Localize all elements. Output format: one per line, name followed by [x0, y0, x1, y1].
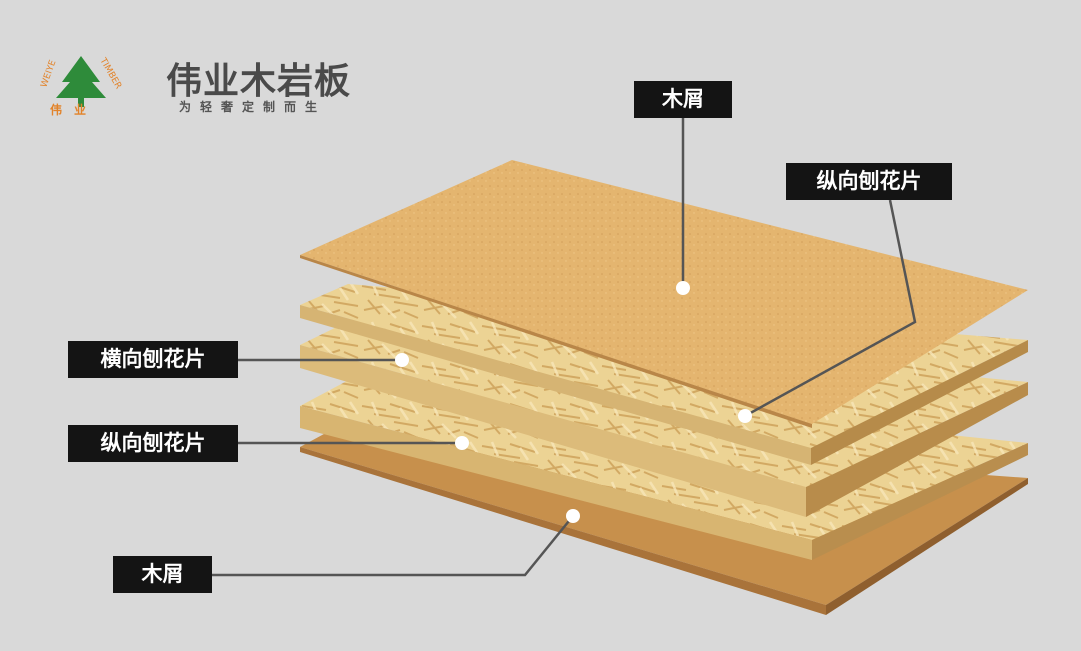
brand-logo: WEIYE TIMBER 伟 业 伟业木岩板 为轻奢定制而生	[40, 48, 350, 118]
logo-arc-text-right: TIMBER	[97, 56, 122, 91]
logo-base-text: 伟 业	[50, 102, 86, 117]
brand-name: 伟业木岩板	[166, 61, 352, 102]
marker-dot-left1	[395, 353, 409, 367]
label-longitudinal-strands-lower: 纵向刨花片	[68, 425, 238, 462]
leader-lines	[212, 118, 917, 577]
marker-dot-right	[738, 409, 752, 423]
label-transverse-strands: 横向刨花片	[68, 341, 238, 378]
label-top-wood-chip: 木屑	[634, 81, 732, 118]
leader-line-right	[744, 199, 917, 418]
marker-dot-top	[676, 281, 690, 295]
logo-arc-text-left: WEIYE	[40, 59, 59, 89]
label-longitudinal-strands-upper: 纵向刨花片	[786, 163, 952, 200]
top-wood-chip-sheet	[300, 160, 1028, 428]
marker-dot-left2	[455, 436, 469, 450]
brand-slogan: 为轻奢定制而生	[179, 100, 327, 114]
marker-dots	[395, 281, 752, 523]
label-bottom-wood-chip: 木屑	[113, 556, 212, 593]
leader-line-bottom	[212, 515, 574, 577]
marker-dot-bottom	[566, 509, 580, 523]
tree-logo-icon: WEIYE TIMBER 伟 业	[40, 56, 122, 117]
